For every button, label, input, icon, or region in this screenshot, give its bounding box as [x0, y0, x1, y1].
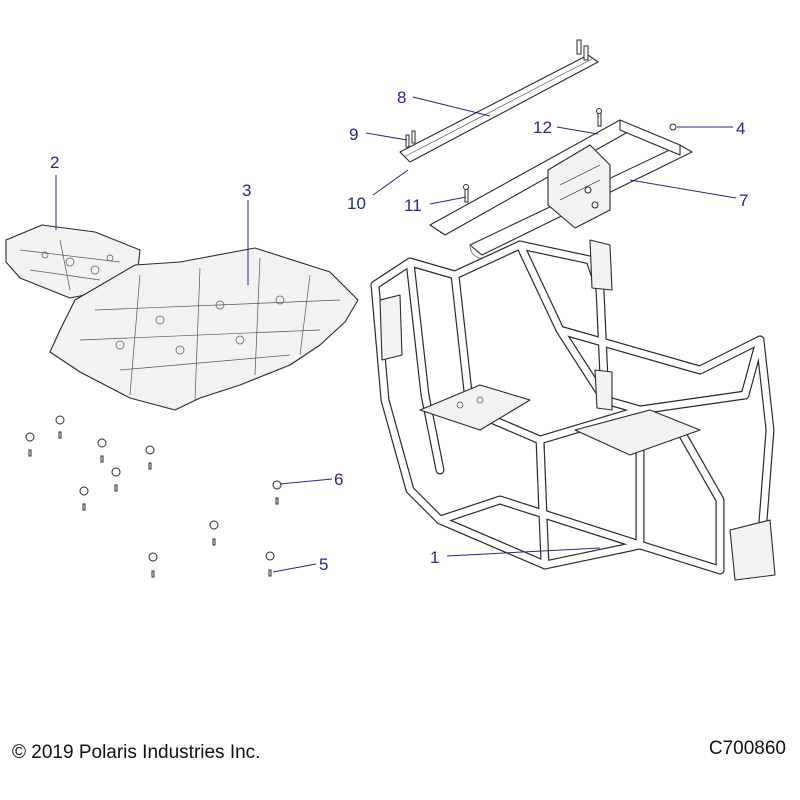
- leader-12: [556, 126, 599, 135]
- main-skid-plate: [49, 247, 359, 411]
- upper-rail: [399, 39, 599, 163]
- clip: [25, 432, 35, 457]
- fasteners-5-6: [25, 415, 282, 578]
- main-frame: [370, 239, 776, 581]
- clip: [55, 415, 65, 439]
- leader-6: [279, 478, 333, 485]
- leader-7: [629, 179, 737, 199]
- callout-5: 5: [319, 555, 328, 574]
- copyright-notice: © 2019 Polaris Industries Inc.: [12, 742, 261, 763]
- bolt-11: [463, 184, 469, 203]
- leader-10: [372, 169, 409, 196]
- leader-lines: [55, 96, 737, 573]
- clip: [79, 486, 89, 511]
- callout-4: 4: [736, 119, 745, 138]
- callout-1: 1: [430, 548, 439, 567]
- callout-10: 10: [347, 194, 366, 213]
- callout-8: 8: [397, 88, 406, 107]
- callout-12: 12: [533, 118, 552, 137]
- leader-5: [272, 563, 317, 573]
- clip: [97, 438, 107, 463]
- seat-frame: [429, 119, 693, 260]
- leader-8: [412, 96, 491, 117]
- clip: [145, 445, 155, 470]
- callout-2: 2: [50, 153, 59, 172]
- clip: [272, 480, 282, 505]
- bolt-9: [405, 130, 416, 148]
- bolt-4: [669, 123, 677, 131]
- callout-11: 11: [404, 196, 422, 215]
- leader-11: [429, 196, 467, 205]
- clip: [209, 520, 219, 546]
- callout-3: 3: [242, 181, 251, 200]
- clip: [111, 467, 121, 492]
- callout-labels: 1 2 3 4 5 6 7 8 9 10 11 12: [50, 88, 748, 574]
- leader-1: [446, 547, 601, 557]
- clip: [265, 551, 275, 577]
- callout-6: 6: [334, 470, 343, 489]
- callout-9: 9: [349, 125, 358, 144]
- figure-id: C700860: [708, 738, 786, 759]
- bolt-12: [596, 108, 602, 127]
- leader-9: [365, 132, 408, 141]
- callout-7: 7: [739, 191, 748, 210]
- clip: [148, 552, 158, 578]
